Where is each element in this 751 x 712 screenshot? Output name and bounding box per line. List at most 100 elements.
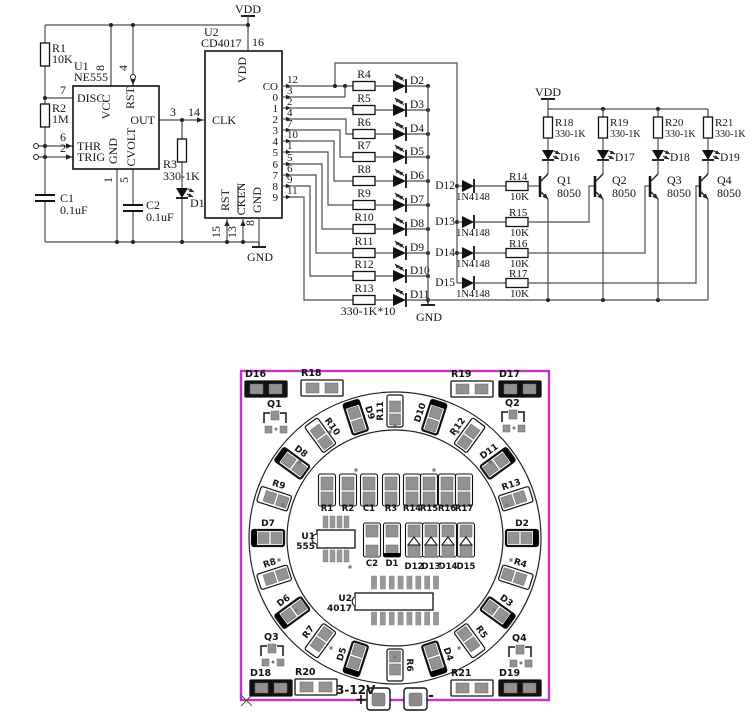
label-gnd: GND (106, 138, 120, 164)
label-1n4148: 1N4148 (456, 192, 490, 203)
label-q1: Q1 (267, 399, 282, 410)
label-cvolt: CVOLT (124, 127, 138, 167)
label-4: 4 (273, 136, 279, 148)
label-1n4148: 1N4148 (456, 289, 490, 300)
label-8050: 8050 (557, 186, 581, 200)
label-u2: U2 (338, 594, 352, 604)
label-r10: R10 (354, 212, 373, 224)
pcb-ring-d9 (342, 398, 369, 436)
label-r19: R19 (610, 117, 629, 129)
label-q4: Q4 (512, 633, 527, 644)
label-r16: R16 (438, 504, 456, 514)
pcb-q1 (263, 410, 288, 434)
label--: - (428, 688, 434, 704)
label-gnd: GND (416, 310, 442, 324)
label-1n4148: 1N4148 (456, 228, 490, 239)
label-4: 4 (116, 65, 130, 71)
pcb-d19 (498, 679, 542, 697)
label-d17: D17 (615, 152, 635, 164)
label-r5: R5 (357, 93, 371, 105)
label-8: 8 (93, 65, 107, 71)
label-clk: CLK (212, 113, 236, 127)
label-d8: D8 (410, 218, 424, 230)
label-15: 15 (209, 226, 223, 238)
label-gnd: GND (250, 187, 264, 213)
label-q3: Q3 (667, 173, 682, 187)
pcb-center-d15 (456, 522, 476, 558)
label-r20: R20 (295, 667, 316, 678)
pcb-center-d14 (438, 522, 458, 558)
label-d5: D5 (410, 146, 424, 158)
label-d12: D12 (435, 180, 455, 192)
label-ne555: NE555 (74, 70, 108, 84)
label-vcc: VCC (99, 95, 113, 120)
label-r8: R8 (357, 164, 371, 176)
label-330-1k: 330-1K (665, 129, 696, 140)
label-d16: D16 (560, 152, 580, 164)
label-r21: R21 (451, 668, 472, 679)
label-3-12v: 3-12V (336, 683, 376, 697)
label-1: 1 (273, 103, 279, 115)
label-r2: R2 (342, 504, 355, 514)
label-cd4017: CD4017 (201, 36, 242, 50)
label-330-1k: 330-1K (610, 129, 641, 140)
label-d4: D4 (410, 123, 424, 135)
label-d1: D1 (386, 559, 399, 569)
label-d1: D1 (190, 196, 205, 210)
label-d10: D10 (410, 265, 430, 277)
label-c1: C1 (363, 504, 375, 514)
label-r14: R14 (403, 504, 421, 514)
label-13: 13 (225, 226, 239, 238)
pcb-q3 (260, 643, 285, 667)
label-r17: R17 (455, 504, 473, 514)
label-8: 8 (243, 220, 257, 226)
label-r11: R11 (355, 236, 374, 248)
label-16: 16 (252, 35, 264, 49)
label-5: 5 (287, 152, 293, 164)
label-4: 4 (287, 107, 293, 119)
pcb-ring-r10 (304, 417, 337, 453)
label-8050: 8050 (667, 186, 691, 200)
label-r18: R18 (555, 117, 574, 129)
label-q4: Q4 (717, 173, 732, 187)
pcb-power-pads (366, 687, 428, 711)
label-10k: 10K (510, 191, 529, 203)
label-330-1k: 330-1K (163, 169, 200, 183)
label-r4: R4 (512, 557, 528, 571)
label-d7: D7 (410, 194, 424, 206)
label-co: CO (263, 81, 278, 93)
label-8: 8 (273, 181, 279, 193)
label-9: 9 (273, 192, 279, 204)
label-7: 7 (287, 118, 293, 130)
pcb-center-r2 (338, 473, 358, 507)
pcb-center-r16 (437, 473, 457, 507)
label-c2: C2 (366, 559, 378, 569)
label-r6: R6 (357, 117, 371, 129)
pcb-ring-r8 (256, 564, 292, 590)
label-d14: D14 (435, 247, 455, 259)
label-vdd: VDD (235, 57, 249, 83)
label-330-1k10: 330-1K*10 (341, 304, 396, 318)
label-d16: D16 (245, 369, 266, 380)
label-d19: D19 (499, 668, 520, 679)
label-q1: Q1 (557, 173, 572, 187)
label-6: 6 (60, 130, 66, 144)
label-r6: R6 (404, 658, 414, 671)
label-r17: R17 (509, 268, 528, 280)
pcb-u2-ic (351, 575, 439, 626)
label-d18: D18 (670, 152, 690, 164)
label-q3: Q3 (264, 632, 279, 643)
label-r13: R13 (354, 283, 373, 295)
label-r7: R7 (357, 140, 371, 152)
pcb-r20 (294, 678, 338, 696)
pcb-ring-d4 (421, 640, 448, 678)
pcb-q4 (508, 644, 533, 668)
label-trig: TRIG (77, 150, 105, 164)
label-vdd: VDD (535, 85, 561, 99)
pcb-ring-d11 (479, 447, 516, 480)
label-8050: 8050 (717, 186, 741, 200)
label-r9: R9 (271, 479, 287, 493)
label-6: 6 (287, 163, 293, 175)
pcb-center-r15 (419, 473, 439, 507)
